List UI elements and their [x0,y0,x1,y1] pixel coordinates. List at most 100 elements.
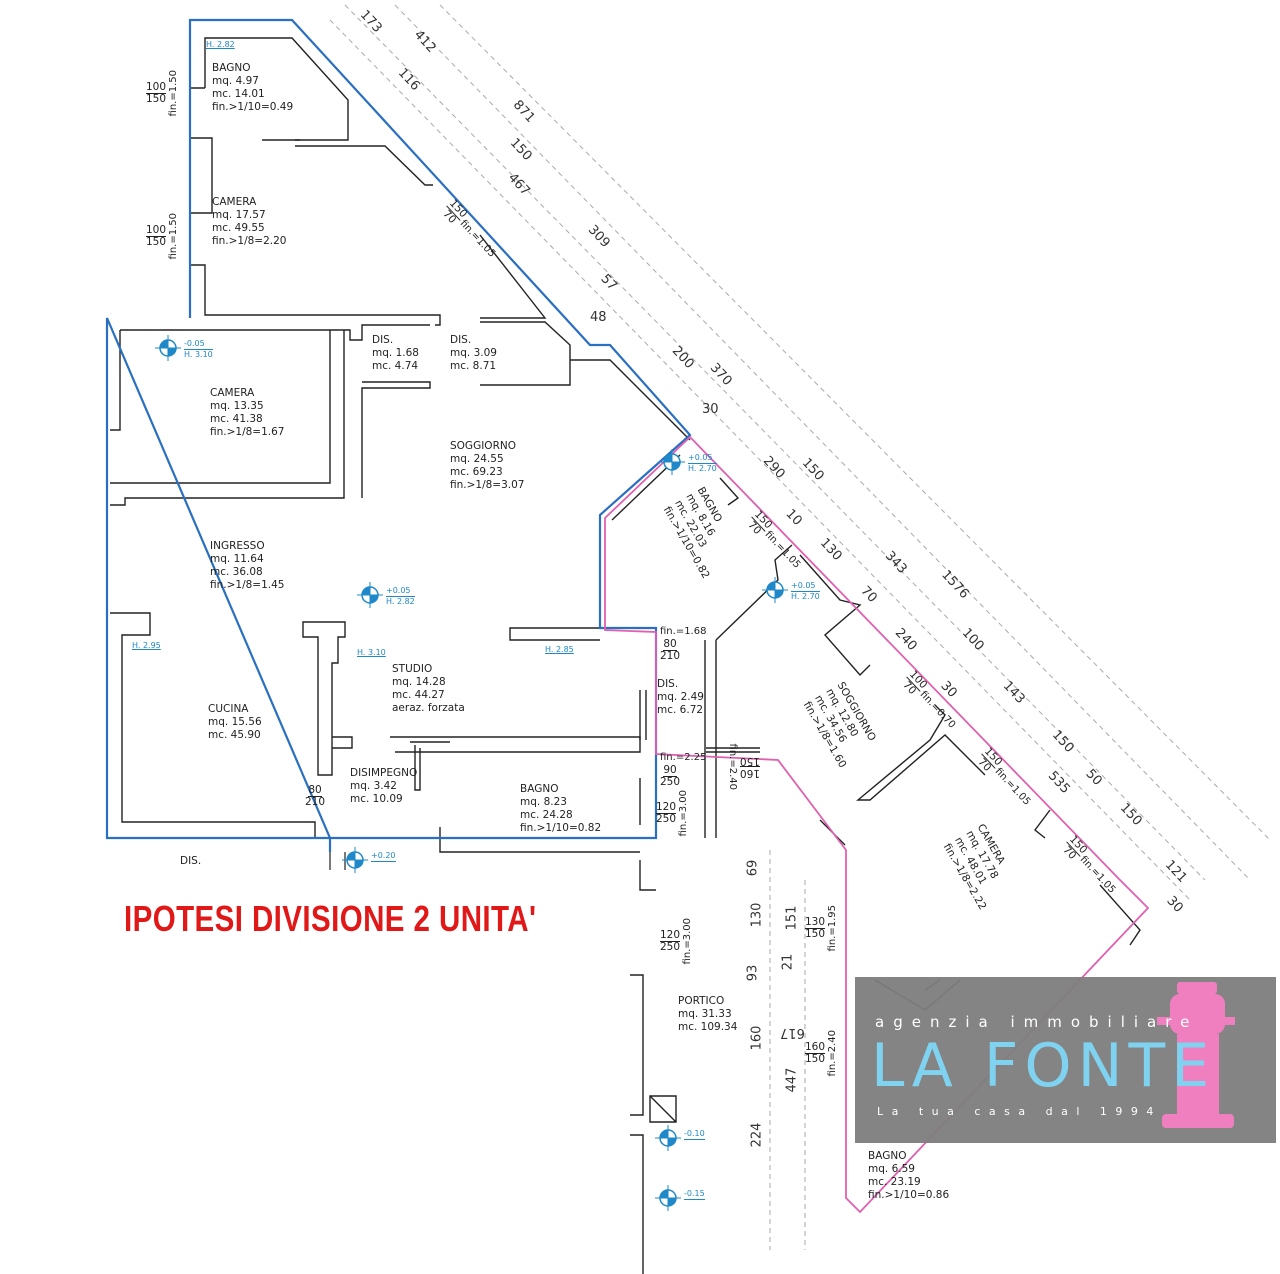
room-measure: mc. 109.34 [678,1021,738,1033]
logo-brand: LA FONTE [871,1031,1216,1101]
dimension-label: 30 [702,402,719,417]
room-measure: mq. 15.56 [208,716,262,728]
window-height: 150 [805,927,826,940]
window-width: 160 [739,766,760,780]
level-elevation: -0.10 [684,1129,705,1140]
room-measure: mc. 23.19 [868,1176,921,1188]
room-name: DIS. [657,678,679,690]
room-measure: mq. 1.68 [372,347,419,359]
room-measure: mc. 69.23 [450,466,503,478]
logo-slogan: La tua casa dal 1994 [877,1105,1162,1118]
dimension-label: 48 [590,310,607,325]
ceiling-height-label: H. 3.10 [357,648,386,657]
room-name: DISIMPEGNO [350,767,418,779]
window-sill-height: fin.=1.95 [827,905,839,952]
dimension-label: 617 [780,1025,805,1040]
room-measure: mc. 45.90 [208,729,261,741]
window-sill-height: fin.=1.68 [660,626,707,637]
window-width: 90 [663,764,677,777]
window-sill-height: fin.=1.50 [168,70,180,117]
dimension-label: 151 [784,905,800,931]
level-height: H. 2.82 [386,597,415,606]
window-width: 160 [805,1040,826,1054]
dimension-label: 160 [749,1025,765,1051]
room-measure: mq. 24.55 [450,453,504,465]
window-height: 150 [146,92,167,105]
room-measure: mc. 41.38 [210,413,263,425]
room-name: BAGNO [868,1150,907,1162]
room-measure: mq. 3.09 [450,347,497,359]
window-width: 100 [146,223,167,237]
room-name: DIS. [372,334,394,346]
window-width: 80 [663,638,677,651]
room-name: BAGNO [520,783,559,795]
window-height: 150 [805,1052,826,1065]
level-annotation: -0.10 [684,1129,705,1140]
unit2-outline [604,435,1150,1214]
window-height: 210 [305,796,326,808]
window-width: 130 [805,915,826,929]
room-measure: fin.>1/10=0.82 [520,822,602,834]
room-name: CAMERA [212,196,257,208]
room-measure: mc. 36.08 [210,566,263,578]
window-sill-height: fin.=2.40 [827,1030,839,1077]
window-height: 250 [660,776,681,788]
level-marker-icon [655,1185,681,1211]
level-height: H. 3.10 [184,350,213,359]
level-marker-icon [659,449,685,475]
window-sill-height: fin.=3.00 [678,790,690,837]
room-measure: mq. 14.28 [392,676,446,688]
level-marker-icon [762,577,788,603]
level-elevation: +0.05 [688,453,717,464]
room-measure: mq. 6.59 [868,1163,915,1175]
window-width: 100 [146,80,167,94]
room-name: INGRESSO [210,540,265,552]
ceiling-height-label: H. 2.85 [545,645,574,654]
window-height: 150 [739,755,760,768]
room-measure: mc. 6.72 [657,704,704,716]
dimension-label: 93 [745,964,761,982]
plan-title: IPOTESI DIVISIONE 2 UNITA' [124,898,537,939]
agency-logo: agenzia immobiliare LA FONTE La tua casa… [855,977,1276,1143]
level-annotation: -0.15 [684,1189,705,1200]
room-measure: mq. 2.49 [657,691,704,703]
level-elevation: +0.20 [371,851,396,862]
window-height: 210 [660,650,681,662]
window-height: 250 [660,940,681,953]
window-sill-height: fin.=3.00 [682,918,694,965]
room-measure: mq. 8.23 [520,796,567,808]
room-measure: mq. 31.33 [678,1008,732,1020]
room-measure: mq. 3.42 [350,780,397,792]
room-measure: mc. 10.09 [350,793,403,805]
ceiling-height-label: H. 2.95 [132,641,161,650]
unit1-outline [105,18,692,852]
room-measure: mq. 11.64 [210,553,264,565]
room-name: STUDIO [392,663,433,675]
level-height: H. 2.70 [688,464,717,473]
dimension-label: 130 [749,902,765,928]
